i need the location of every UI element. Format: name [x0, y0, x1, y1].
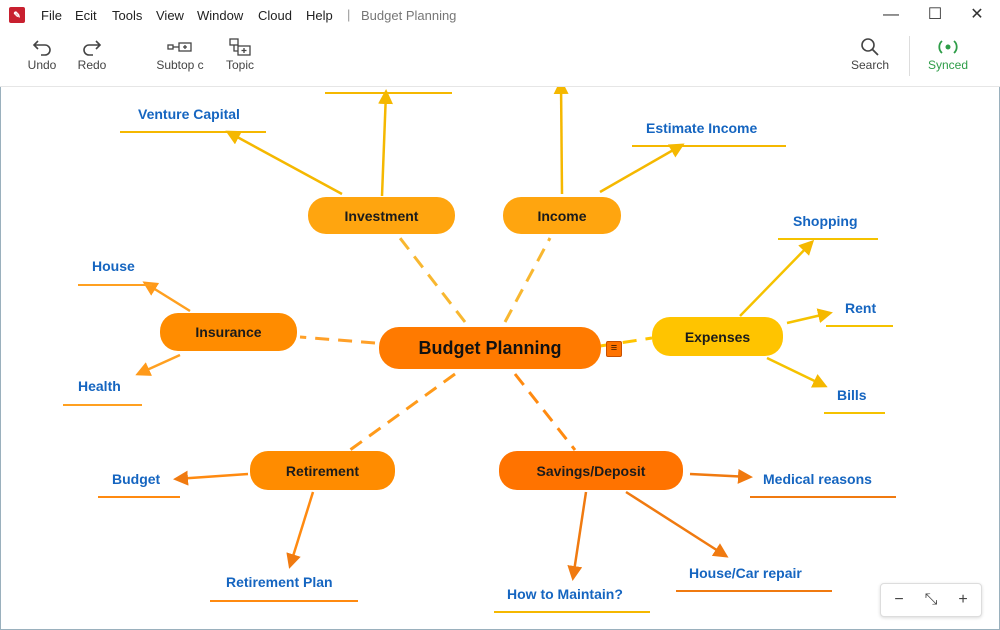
subtopic-label: Subtop c: [156, 58, 204, 72]
sync-status-button[interactable]: Synced: [926, 36, 970, 72]
close-button[interactable]: ✕: [970, 6, 984, 23]
zoom-in-button[interactable]: +: [958, 591, 968, 608]
leaf-house-car-repair[interactable]: House/Car repair: [689, 565, 802, 581]
minimize-button[interactable]: —: [883, 6, 899, 23]
menu-view[interactable]: View: [156, 8, 184, 23]
search-button[interactable]: Search: [850, 36, 890, 72]
zoom-out-button[interactable]: −: [894, 591, 904, 608]
redo-button[interactable]: Redo: [74, 36, 110, 72]
zoom-controls: − ⤡ +: [880, 583, 982, 617]
synced-icon: [938, 40, 958, 54]
toolbar: Undo Redo Subtop c Topic Search: [0, 30, 1000, 87]
undo-icon: [32, 40, 51, 56]
leaf-venture-capital[interactable]: Venture Capital: [138, 106, 240, 122]
leaf-shopping[interactable]: Shopping: [793, 213, 858, 229]
subtopic-icon: [167, 42, 192, 52]
topic-insurance[interactable]: Insurance: [160, 313, 297, 351]
topic-icon: [229, 38, 251, 56]
topic-label: Topic: [225, 58, 254, 72]
synced-label: Synced: [927, 58, 969, 72]
central-topic[interactable]: Budget Planning: [379, 327, 601, 369]
topic-retirement[interactable]: Retirement: [250, 451, 395, 490]
leaf-house[interactable]: House: [92, 258, 135, 274]
undo-button[interactable]: Undo: [24, 36, 60, 72]
leaf-health[interactable]: Health: [78, 378, 121, 394]
app-logo-icon: ✎: [9, 7, 25, 23]
menu-edit[interactable]: Ecit: [75, 8, 97, 23]
leaf-medical-reasons[interactable]: Medical reasons: [763, 471, 872, 487]
document-title: Budget Planning: [361, 8, 457, 23]
topic-expenses[interactable]: Expenses: [652, 317, 783, 356]
title-bar: ✎ File Ecit Tools View Window Cloud Help…: [0, 0, 1000, 30]
connector-lines: [63, 87, 896, 613]
undo-label: Undo: [27, 58, 57, 72]
leaf-rent[interactable]: Rent: [845, 300, 877, 316]
note-icon[interactable]: ≡: [606, 341, 622, 357]
maximize-button[interactable]: ☐: [927, 6, 943, 23]
toolbar-divider: [909, 36, 910, 76]
menu-cloud[interactable]: Cloud: [258, 8, 292, 23]
leaf-bills[interactable]: Bills: [837, 387, 867, 403]
leaf-estimate-income[interactable]: Estimate Income: [646, 120, 758, 136]
leaf-how-to-maintain[interactable]: How to Maintain?: [507, 586, 623, 602]
menu-file[interactable]: File: [41, 8, 62, 23]
redo-icon: [83, 40, 102, 56]
mindmap-canvas[interactable]: [0, 87, 1000, 630]
leaf-budget[interactable]: Budget: [112, 471, 161, 487]
subtopic-button[interactable]: Subtop c: [154, 36, 206, 72]
topic-income[interactable]: Income: [503, 197, 621, 234]
menu-window[interactable]: Window: [197, 8, 244, 23]
fit-to-screen-icon[interactable]: ⤡: [924, 591, 938, 608]
topic-investment[interactable]: Investment: [308, 197, 455, 234]
redo-label: Redo: [77, 58, 107, 72]
topic-button[interactable]: Topic: [222, 36, 258, 72]
menu-help[interactable]: Help: [306, 8, 333, 23]
menu-tools[interactable]: Tools: [112, 8, 143, 23]
leaf-retirement-plan[interactable]: Retirement Plan: [226, 574, 333, 590]
topic-savings-deposit[interactable]: Savings/Deposit: [499, 451, 683, 490]
title-separator: |: [347, 7, 351, 22]
search-label: Search: [850, 58, 890, 72]
search-icon: [861, 38, 879, 56]
